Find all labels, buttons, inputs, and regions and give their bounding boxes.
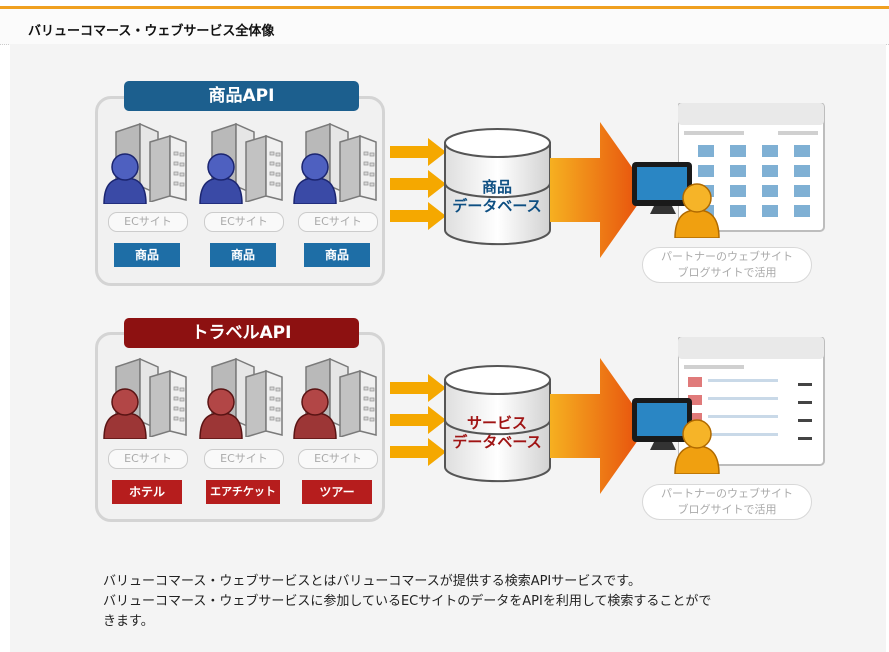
- accent-line: [0, 6, 889, 9]
- category-tag: 商品: [114, 243, 180, 267]
- database-label-line: サービス: [466, 414, 527, 432]
- ec-site-label: ECサイト: [108, 212, 188, 232]
- user-icon: [199, 153, 243, 204]
- arrow-icon: [390, 170, 446, 198]
- partner-website-screenshot: [678, 337, 825, 466]
- ec-site-label: ECサイト: [298, 212, 378, 232]
- arrow-icon: [390, 138, 446, 166]
- ec-site-label: ECサイト: [204, 449, 284, 469]
- partner-caption: パートナーのウェブサイト ブログサイトで活用: [642, 247, 812, 283]
- data-flow-arrows: [390, 138, 446, 230]
- ec-site-label: ECサイト: [298, 449, 378, 469]
- database-icon: [444, 128, 551, 246]
- database-label: サービス データベース: [442, 414, 552, 452]
- arrow-icon: [390, 438, 446, 466]
- data-flow-arrows: [390, 374, 446, 466]
- user-icon: [293, 153, 337, 204]
- category-tag: 商品: [210, 243, 276, 267]
- ec-site-label: ECサイト: [108, 449, 188, 469]
- description-line: バリューコマース・ウェブサービスとはバリューコマースが提供する検索APIサービス…: [103, 574, 641, 589]
- page-title: バリューコマース・ウェブサービス全体像: [28, 24, 275, 39]
- partner-caption: パートナーのウェブサイト ブログサイトで活用: [642, 484, 812, 520]
- travel-api-banner: トラベルAPI: [124, 318, 359, 348]
- database-label: 商品 データベース: [442, 178, 552, 216]
- partner-caption-line: ブログサイトで活用: [677, 266, 777, 279]
- user-icon: [103, 153, 147, 204]
- category-tag: 商品: [304, 243, 370, 267]
- partner-user-icon: [674, 183, 720, 238]
- partner-caption-line: パートナーのウェブサイト: [661, 250, 793, 263]
- description-line: バリューコマース・ウェブサービスに参加しているECサイトのデータをAPIを利用し…: [103, 594, 712, 609]
- title-bar: バリューコマース・ウェブサービス全体像: [0, 9, 889, 45]
- user-icon: [293, 388, 337, 439]
- partner-caption-line: パートナーのウェブサイト: [661, 487, 793, 500]
- user-icon: [103, 388, 147, 439]
- product-api-banner: 商品API: [124, 81, 359, 111]
- description-text: バリューコマース・ウェブサービスとはバリューコマースが提供する検索APIサービス…: [103, 572, 823, 632]
- big-arrow-icon: [550, 358, 648, 494]
- database-label-line: データベース: [452, 433, 542, 451]
- user-icon: [199, 388, 243, 439]
- arrow-icon: [390, 406, 446, 434]
- big-arrow-icon: [550, 122, 648, 258]
- partner-user-icon: [674, 419, 720, 474]
- database-label-line: 商品: [481, 178, 512, 196]
- database-label-line: データベース: [452, 197, 542, 215]
- category-tag: ツアー: [302, 480, 372, 504]
- partner-website-screenshot: [678, 103, 825, 232]
- partner-caption-line: ブログサイトで活用: [677, 503, 777, 516]
- arrow-icon: [390, 374, 446, 402]
- database-icon: [444, 365, 551, 483]
- description-line: きます。: [103, 614, 154, 629]
- ec-site-label: ECサイト: [204, 212, 284, 232]
- category-tag: ホテル: [112, 480, 182, 504]
- arrow-icon: [390, 202, 446, 230]
- category-tag: エアチケット: [206, 480, 280, 504]
